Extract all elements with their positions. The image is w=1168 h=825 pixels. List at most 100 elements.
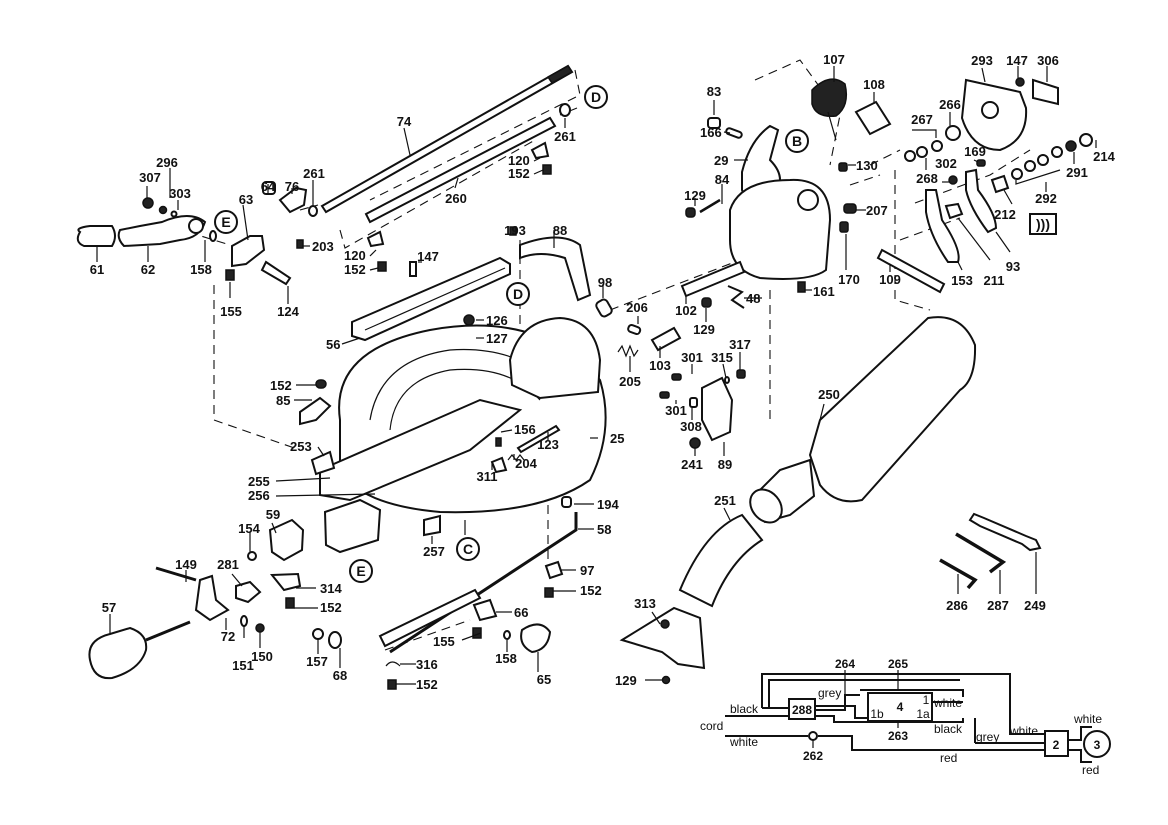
label-part-313: 313 <box>634 596 656 611</box>
part-157-nut <box>312 628 324 640</box>
label-part-157: 157 <box>306 654 328 669</box>
label-part-147: 147 <box>417 249 439 264</box>
label-part-287: 287 <box>987 598 1009 613</box>
ref-marker-E-bottom-label: E <box>356 563 365 579</box>
label-part-120-left: 120 <box>344 248 366 263</box>
label-part-64: 64 <box>261 179 276 194</box>
part-48-spring-clip <box>727 285 745 309</box>
part-317-screw <box>736 369 746 379</box>
part-129-screw-chute <box>661 675 671 685</box>
part-306-label <box>1032 78 1059 106</box>
label-part-169: 169 <box>964 144 986 159</box>
label-part-211: 211 <box>984 273 1005 288</box>
label-part-126: 126 <box>486 313 508 328</box>
part-152-screw-left <box>377 261 387 272</box>
label-part-255: 255 <box>248 474 270 489</box>
ref-marker-E-top <box>214 210 238 234</box>
part-251-hose <box>678 513 764 608</box>
label-part-296: 296 <box>156 155 178 170</box>
wiring-component-288 <box>788 698 816 720</box>
label-part-286: 286 <box>946 598 968 613</box>
label-part-74: 74 <box>397 114 412 129</box>
label-part-152-316: 152 <box>416 677 438 692</box>
part-147-screw-right <box>1015 77 1025 87</box>
wire-label-red: red <box>940 751 957 765</box>
label-part-97: 97 <box>580 563 594 578</box>
part-308-bushing <box>689 397 698 408</box>
part-labels: 61 62 158 307 296 303 63 155 124 64 76 2… <box>90 52 1116 692</box>
wire-label-black-input: black <box>730 702 759 716</box>
part-206-pin <box>627 324 642 336</box>
label-part-170: 170 <box>838 272 860 287</box>
part-130-screw <box>838 162 848 172</box>
label-part-152-97: 152 <box>580 583 602 598</box>
label-part-206: 206 <box>626 300 648 315</box>
part-315-washer <box>724 376 730 384</box>
label-part-57: 57 <box>102 600 116 615</box>
label-part-306: 306 <box>1037 53 1059 68</box>
part-120-clip-right <box>530 141 550 160</box>
part-109-shaft <box>876 248 946 294</box>
part-267-washer <box>931 140 943 152</box>
part-57-knob <box>88 626 148 680</box>
label-part-129-top: 129 <box>684 188 706 203</box>
part-83-cap <box>707 117 721 129</box>
label-part-291: 291 <box>1066 165 1088 180</box>
part-129-screw-top <box>685 207 696 218</box>
label-part-129-chute: 129 <box>615 673 637 688</box>
wire-label-grey-a: grey <box>818 686 841 700</box>
part-257-label <box>423 514 441 537</box>
part-84-pin <box>699 198 721 214</box>
part-56-fence <box>351 256 511 342</box>
ref-marker-E-bottom <box>349 559 373 583</box>
part-267-washer-2 <box>904 150 916 162</box>
part-97-clip <box>544 560 564 580</box>
label-part-154: 154 <box>238 521 260 536</box>
part-316-clip <box>385 661 401 667</box>
part-292-washer-2 <box>1024 160 1036 172</box>
guide-rods <box>320 64 574 272</box>
label-part-214: 214 <box>1093 149 1115 164</box>
part-286-hex-key <box>939 558 978 590</box>
label-part-151: 151 <box>232 658 254 673</box>
label-part-152-85: 152 <box>270 378 292 393</box>
label-part-153: 153 <box>951 273 973 288</box>
wiring-switch-4-label: 4 <box>897 700 904 714</box>
part-194-bumper <box>561 496 572 508</box>
part-260-rod <box>364 116 557 224</box>
part-212-block <box>990 174 1010 194</box>
label-part-256: 256 <box>248 488 270 503</box>
part-63-bracket <box>231 235 266 268</box>
part-107-spring <box>811 78 848 117</box>
label-part-317: 317 <box>729 337 751 352</box>
label-part-316: 316 <box>416 657 438 672</box>
label-part-85: 85 <box>276 393 290 408</box>
part-292-washer-3 <box>1037 154 1049 166</box>
part-156-pin <box>495 437 502 447</box>
ref-marker-B-label: B <box>792 133 802 149</box>
wiring-terminal-1b: 1b <box>870 707 884 721</box>
label-part-293: 293 <box>971 53 993 68</box>
part-152-screw-314 <box>285 597 295 609</box>
label-part-315: 315 <box>711 350 733 365</box>
label-part-66: 66 <box>514 605 528 620</box>
part-207-bushing <box>843 203 857 214</box>
part-124-pin <box>260 260 292 286</box>
part-166-pin <box>725 127 743 139</box>
wiring-motor-3-label: 3 <box>1094 738 1101 752</box>
label-part-61: 61 <box>90 262 104 277</box>
wire-label-white-motor: white <box>1073 712 1102 726</box>
part-250-mouth <box>749 488 783 524</box>
label-part-155: 155 <box>220 304 242 319</box>
label-part-156: 156 <box>514 422 536 437</box>
part-313-chute <box>619 606 706 670</box>
label-part-301-top: 301 <box>681 350 703 365</box>
wiring-label-262: 262 <box>803 749 823 763</box>
label-part-308: 308 <box>680 419 702 434</box>
part-291-washer <box>1065 140 1077 152</box>
ref-marker-E-top-label: E <box>221 214 230 230</box>
motor-housing-assembly <box>617 78 946 449</box>
part-204-spring <box>507 454 525 461</box>
part-126-nut <box>463 314 475 326</box>
